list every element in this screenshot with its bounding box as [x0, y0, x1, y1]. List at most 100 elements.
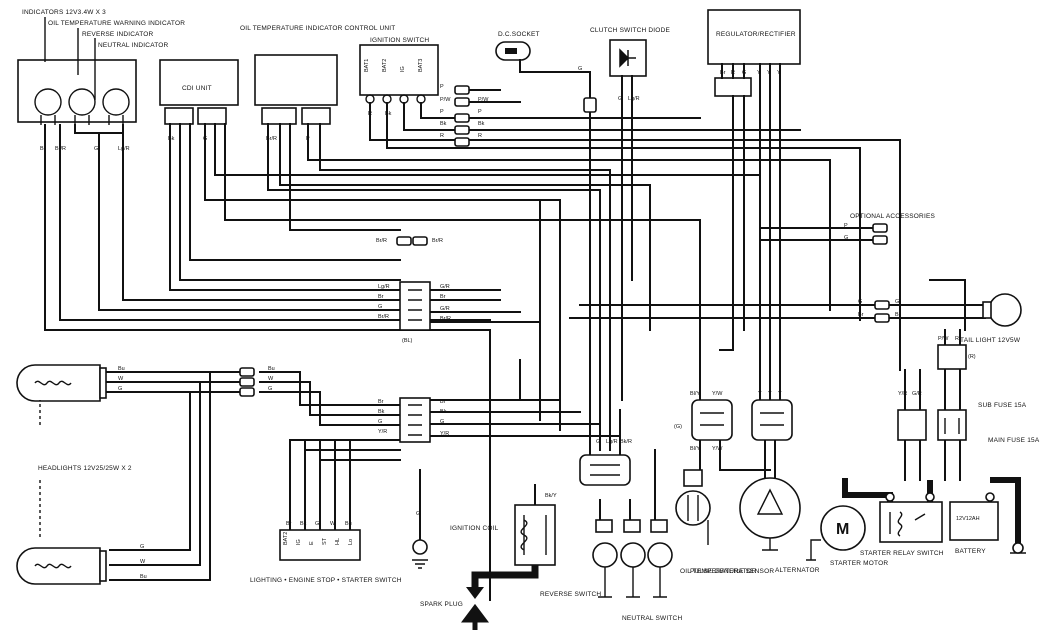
wire-label: G/R: [440, 306, 450, 312]
wire-label: Y/R: [378, 429, 387, 435]
wire-harness: [44, 63, 1021, 601]
terminal-label: IG: [400, 66, 406, 72]
wire-label: Bk: [378, 409, 385, 415]
wire-label: W: [330, 521, 336, 527]
regulator-connector: [714, 77, 752, 97]
wire-label: Br: [440, 294, 446, 300]
wire-label: G: [578, 66, 582, 72]
wire-label: R: [955, 336, 959, 342]
wire-label: P: [306, 136, 310, 142]
alternator: [739, 477, 801, 539]
wire-label: Bk: [440, 121, 447, 127]
cdi-unit-label: CDI UNIT: [182, 85, 212, 92]
fuse-block: [937, 409, 967, 441]
wire-label: R: [478, 133, 482, 139]
connector-g-label: (G): [674, 424, 682, 430]
wire-label: Y/W: [712, 446, 723, 452]
bulb-icon: [102, 88, 130, 116]
regulator-label: REGULATOR/RECTIFIER: [716, 31, 796, 38]
lighting-starter-switch: [279, 529, 361, 561]
terminal-label: BAT3: [418, 59, 424, 72]
wire-label: Y: [757, 70, 761, 76]
ground-icon: [412, 539, 428, 555]
ignition-switch-label: IGNITION SWITCH: [370, 37, 429, 44]
oil-temp-sensor-label: OIL TEMPERATURE SENSOR: [680, 568, 774, 575]
wire-label: G: [440, 419, 444, 425]
wire-label: W: [268, 376, 274, 382]
wire-label: Bk: [168, 136, 175, 142]
oil-temp-sensor: [647, 542, 673, 568]
switch-terminal-label: HL: [335, 538, 341, 545]
neutral-indicator-label: NEUTRAL INDICATOR: [98, 42, 169, 49]
battery-rating: 12V12AH: [956, 516, 980, 522]
wire-label: Bk: [385, 111, 392, 117]
motor-symbol: M: [836, 521, 849, 538]
wire-label: Y: [767, 70, 771, 76]
wire-label: G: [844, 235, 848, 241]
diode-icon: [619, 48, 636, 68]
neutral-switch: [620, 542, 646, 568]
wire-label: Br: [440, 399, 446, 405]
wire-label: Y: [758, 391, 762, 397]
oil-temp-control-unit: [254, 54, 338, 106]
wire-label: Bk: [478, 121, 485, 127]
ignition-coil: [514, 504, 556, 566]
wire-label: G: [858, 299, 862, 305]
wire-label: W: [118, 376, 124, 382]
wire-label: P: [440, 109, 444, 115]
switch-terminal-label: ST: [322, 537, 328, 545]
wire-label: Br/R: [266, 136, 277, 142]
wire-label: G: [203, 136, 207, 142]
dc-socket-label: D.C.SOCKET: [498, 31, 540, 38]
indicators-label: INDICATORS 12V3.4W x 3: [22, 9, 106, 16]
wire-label: G: [378, 419, 382, 425]
wire-label: R: [368, 111, 372, 117]
wire-label: P: [440, 84, 444, 90]
wire-label: G/R: [440, 284, 450, 290]
wire-label: Bk: [300, 521, 307, 527]
cdi-connector: [164, 107, 194, 125]
wire-label: Bu: [118, 366, 125, 372]
headlight-upper: [16, 364, 107, 402]
wire-label: Br: [286, 521, 292, 527]
wire-label: Bu: [140, 574, 147, 580]
wire-label: Y: [768, 391, 772, 397]
wire-label: G/R: [912, 391, 922, 397]
wire-label: Br/R: [378, 314, 389, 320]
tail-light-label: TAIL LIGHT 12V5W: [960, 337, 1021, 344]
inline-connectors: [239, 85, 890, 397]
starter-motor-label: STARTER MOTOR: [830, 560, 888, 567]
control-unit-connector: [301, 107, 331, 125]
tail-light-bulb-icon: [988, 293, 1022, 327]
wire-label: Br: [40, 146, 46, 152]
wire-label: Y/R: [440, 431, 449, 437]
wire-label: P: [844, 223, 848, 229]
wire-label: R: [440, 133, 444, 139]
reverse-switch-label: REVERSE SWITCH: [540, 591, 601, 598]
main-fuse-label: MAIN FUSE 15A: [988, 437, 1040, 444]
connector-r-label: (R): [968, 354, 976, 360]
wire-label: G: [140, 544, 144, 550]
wire-label: Br/R: [440, 316, 451, 322]
starter-relay-switch: [879, 501, 943, 543]
starter-relay-label: STARTER RELAY SWITCH: [860, 550, 944, 557]
bulb-icon: [34, 88, 62, 116]
wire-label: G: [94, 146, 98, 152]
switch-terminal-label: Lo: [348, 539, 354, 545]
spark-plug-label: SPARK PLUG: [420, 601, 463, 608]
wire-label: Br/R: [376, 238, 387, 244]
headlight-lower: [16, 547, 107, 585]
indicator-housing: [17, 59, 137, 123]
oil-temp-warning-label: OIL TEMPERATURE WARNING INDICATOR: [48, 20, 185, 27]
wire-label: Bk/R: [620, 439, 632, 445]
wire-label: P: [478, 109, 482, 115]
pulse-generator-label: PULSE GENERATOR: [690, 568, 757, 575]
cdi-unit: [159, 59, 239, 106]
connector-bl-label: (BL): [402, 338, 413, 344]
wire-color-labels: Br Br/R G Lg/R Bk G Br/R P R Bk P P/W P …: [40, 66, 959, 580]
wire-label: Bu: [268, 366, 275, 372]
sub-fuse-label: SUB FUSE 15A: [978, 402, 1027, 409]
pulse-generator: [675, 490, 711, 526]
wire-label: Lg/R: [378, 284, 390, 290]
